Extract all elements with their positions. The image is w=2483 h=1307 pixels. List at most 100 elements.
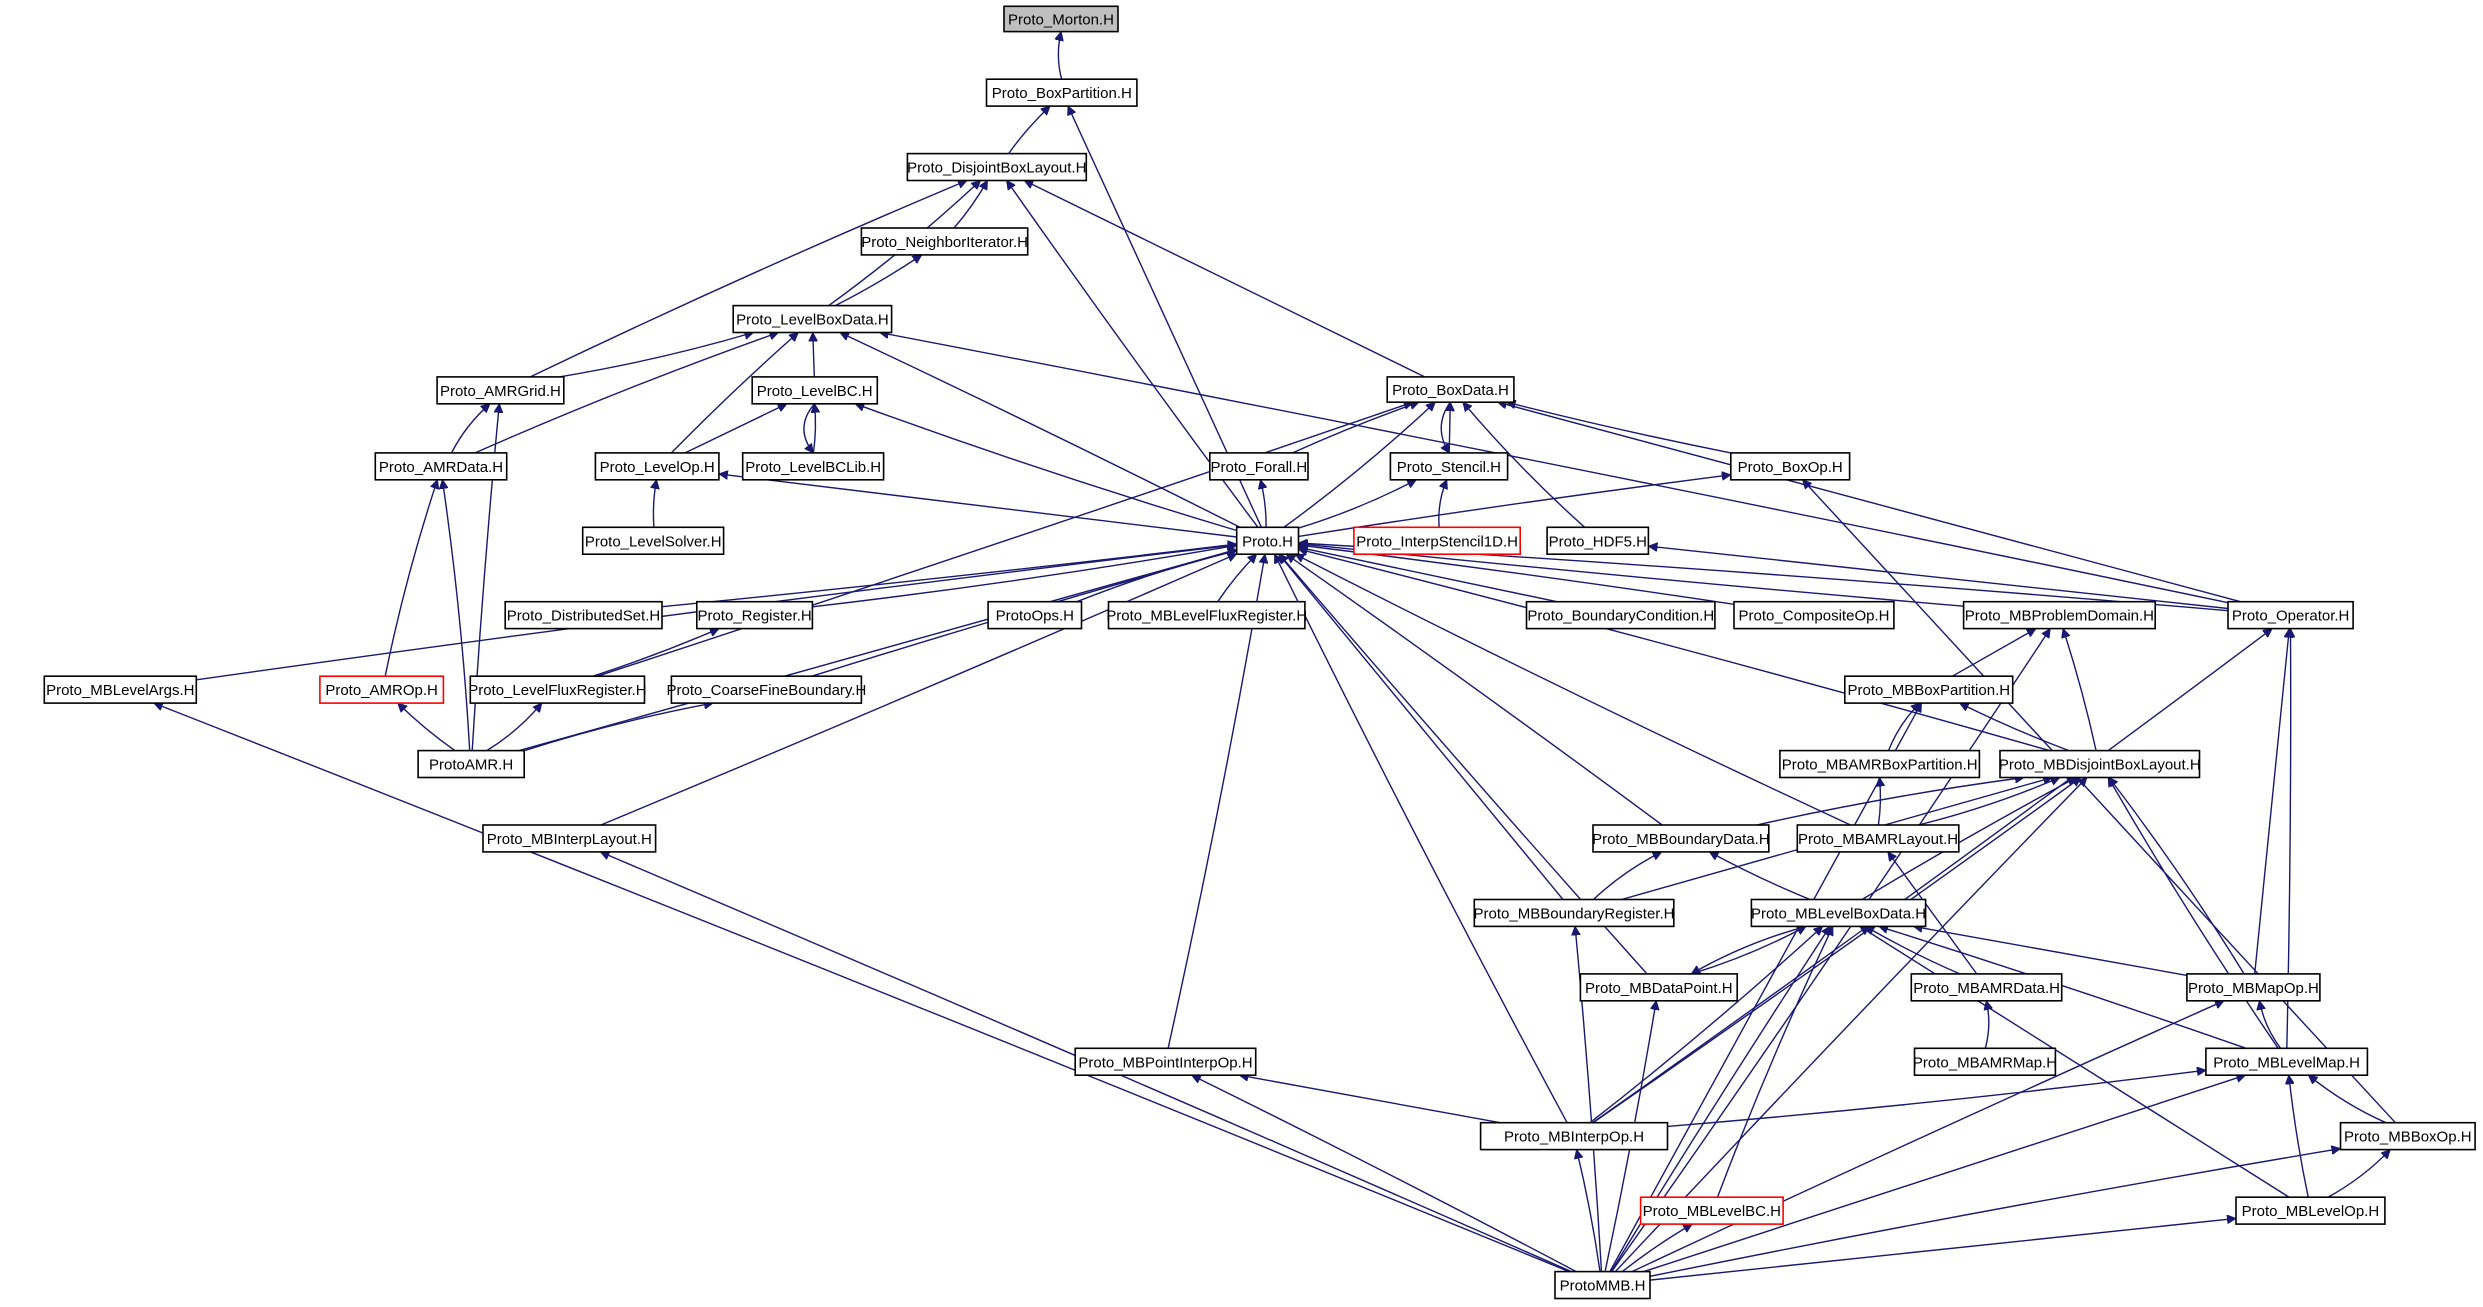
node-bc[interactable]: Proto_BoundaryCondition.H (1525, 600, 1716, 630)
node-mblfr[interactable]: Proto_MBLevelFluxRegister.H (1106, 600, 1307, 630)
edge-mbdbl-to-mbprob (2063, 629, 2097, 751)
node-register[interactable]: Proto_Register.H (695, 600, 814, 630)
edge-mblevelmap-to-mbmapop (2259, 1001, 2282, 1049)
node-amrgrid[interactable]: Proto_AMRGrid.H (436, 376, 565, 405)
node-mbinterplayout[interactable]: Proto_MBInterpLayout.H (482, 824, 657, 853)
node-mbbounddata[interactable]: Proto_MBBoundaryData.H (1592, 824, 1770, 853)
node-boxdata[interactable]: Proto_BoxData.H (1386, 376, 1515, 403)
node-label: Proto_HDF5.H (1549, 533, 1647, 550)
edge-operator-to-boxdata (1498, 402, 2241, 603)
node-mbboxop[interactable]: Proto_MBBoxOp.H (2339, 1121, 2476, 1151)
node-mbboxpart[interactable]: Proto_MBBoxPartition.H (1844, 675, 2014, 704)
edge-boxpartition-to-morton (1058, 32, 1061, 80)
node-mblevelargs[interactable]: Proto_MBLevelArgs.H (43, 675, 198, 704)
node-levelbclib[interactable]: Proto_LevelBCLib.H (741, 452, 885, 481)
edge-lbd-to-neighbor (834, 254, 921, 307)
node-label: Proto_LevelOp.H (600, 459, 715, 476)
edge-mblbd-to-mbdatapoint (1691, 925, 1807, 975)
node-stencil[interactable]: Proto_Stencil.H (1389, 452, 1509, 481)
node-mbamrlayout[interactable]: Proto_MBAMRLayout.H (1796, 824, 1960, 853)
node-mbamrbp[interactable]: Proto_MBAMRBoxPartition.H (1779, 749, 1981, 779)
node-boxpartition[interactable]: Proto_BoxPartition.H (985, 78, 1138, 107)
node-box (695, 600, 814, 630)
node-operator[interactable]: Proto_Operator.H (2227, 600, 2354, 630)
node-neighbor[interactable]: Proto_NeighborIterator.H (860, 227, 1029, 256)
node-mbinterpop[interactable]: Proto_MBInterpOp.H (1479, 1121, 1669, 1151)
node-mbpointinterp[interactable]: Proto_MBPointInterpOp.H (1074, 1047, 1257, 1077)
edge-levelop-to-lbd (670, 333, 798, 454)
node-label: Proto_MBPointInterpOp.H (1078, 1054, 1252, 1071)
edge-mbinterplayout-to-proto (600, 554, 1237, 826)
node-amrdata[interactable]: Proto_AMRData.H (374, 452, 508, 481)
edge-protommb-to-mblevelop (1650, 1218, 2236, 1281)
node-box (1639, 1196, 1784, 1225)
node-protoops[interactable]: ProtoOps.H (987, 600, 1083, 630)
node-mbdbl[interactable]: Proto_MBDisjointBoxLayout.H (1999, 749, 2201, 779)
node-label: Proto_MBAMRBoxPartition.H (1782, 757, 1978, 774)
node-compositeop[interactable]: Proto_CompositeOp.H (1733, 600, 1895, 630)
edge-lfr-to-boxdata (597, 402, 1413, 677)
node-label: Proto_MBBoxPartition.H (1848, 682, 2011, 699)
node-lfr[interactable]: Proto_LevelFluxRegister.H (468, 675, 647, 704)
edge-protommb-to-mbinterpop (1577, 1150, 1601, 1272)
node-protoamr[interactable]: ProtoAMR.H (417, 749, 526, 779)
node-mblevelop[interactable]: Proto_MBLevelOp.H (2235, 1196, 2386, 1225)
node-box (504, 600, 663, 630)
edge-mbinterpop-to-proto (1273, 554, 1568, 1124)
node-distset[interactable]: Proto_DistributedSet.H (504, 600, 663, 630)
node-lbd[interactable]: Proto_LevelBoxData.H (732, 304, 893, 334)
edge-protommb-to-mblevelmap (1643, 1075, 2246, 1273)
node-label: Proto_MBMapOp.H (2188, 980, 2319, 997)
node-levelbc[interactable]: Proto_LevelBC.H (751, 376, 879, 405)
edge-mblevelbc-to-mblbd (1716, 926, 1833, 1198)
node-box (1074, 1047, 1257, 1077)
node-forall[interactable]: Proto_Forall.H (1209, 452, 1309, 481)
node-label: ProtoAMR.H (429, 757, 513, 774)
node-box (1750, 898, 1927, 928)
edge-amrdata-to-lbd (474, 333, 778, 454)
node-label: Proto_MBLevelArgs.H (46, 682, 194, 699)
node-interpstencil[interactable]: Proto_InterpStencil1D.H (1353, 526, 1522, 555)
node-levelop[interactable]: Proto_LevelOp.H (594, 452, 720, 481)
edge-levelsolver-to-levelop (653, 480, 656, 528)
node-box (1003, 5, 1119, 33)
node-mbboundreg[interactable]: Proto_MBBoundaryRegister.H (1473, 898, 1675, 928)
node-hdf5[interactable]: Proto_HDF5.H (1546, 526, 1650, 555)
node-box (1844, 675, 2014, 704)
node-cfb[interactable]: Proto_CoarseFineBoundary.H (666, 675, 866, 704)
edge-mbdbl-to-proto (1299, 549, 2050, 752)
edge-mbdatapoint-to-mblbd (1691, 925, 1806, 975)
node-mbdatapoint[interactable]: Proto_MBDataPoint.H (1579, 973, 1739, 1002)
node-morton[interactable]: Proto_Morton.H (1003, 5, 1119, 33)
node-box (469, 675, 646, 704)
edge-mbamrmap-to-mbamrdata (1985, 1001, 1989, 1049)
node-mbamrmap[interactable]: Proto_MBAMRMap.H (1913, 1047, 2057, 1077)
edge-protoamr-to-proto (518, 549, 1237, 752)
edge-mbinterpop-to-operator (1592, 629, 2273, 1124)
node-mblbd[interactable]: Proto_MBLevelBoxData.H (1750, 898, 1927, 928)
node-box (1479, 1121, 1669, 1151)
node-mblevelmap[interactable]: Proto_MBLevelMap.H (2205, 1047, 2369, 1077)
edge-neighbor-to-dbl (953, 181, 989, 229)
node-mbamrdata[interactable]: Proto_MBAMRData.H (1910, 973, 2063, 1002)
node-amrop[interactable]: Proto_AMROp.H (319, 675, 445, 704)
edge-forall-to-boxdata (1292, 402, 1419, 454)
node-mbprob[interactable]: Proto_MBProblemDomain.H (1962, 600, 2156, 630)
node-label: Proto_MBInterpLayout.H (487, 831, 652, 848)
node-label: Proto_MBBoundaryRegister.H (1474, 905, 1675, 922)
edge-mbbounddata-to-proto (1286, 554, 1663, 826)
node-mbmapop[interactable]: Proto_MBMapOp.H (2186, 973, 2321, 1002)
edge-layer (154, 32, 2396, 1281)
node-dbl[interactable]: Proto_DisjointBoxLayout.H (906, 152, 1088, 182)
node-proto[interactable]: Proto.H (1235, 526, 1300, 555)
node-label: Proto_AMRGrid.H (440, 383, 561, 400)
edge-proto-to-dbl (1007, 181, 1259, 528)
node-protommb[interactable]: ProtoMMB.H (1554, 1270, 1651, 1300)
node-label: Proto_Stencil.H (1397, 459, 1501, 476)
node-label: Proto.H (1242, 533, 1293, 550)
node-mblevelbc[interactable]: Proto_MBLevelBC.H (1639, 1196, 1784, 1225)
node-boxop[interactable]: Proto_BoxOp.H (1730, 452, 1851, 481)
node-label: Proto_MBBoundaryData.H (1592, 831, 1770, 848)
node-levelsolver[interactable]: Proto_LevelSolver.H (581, 526, 725, 555)
node-label: Proto_MBBoxOp.H (2344, 1129, 2472, 1146)
